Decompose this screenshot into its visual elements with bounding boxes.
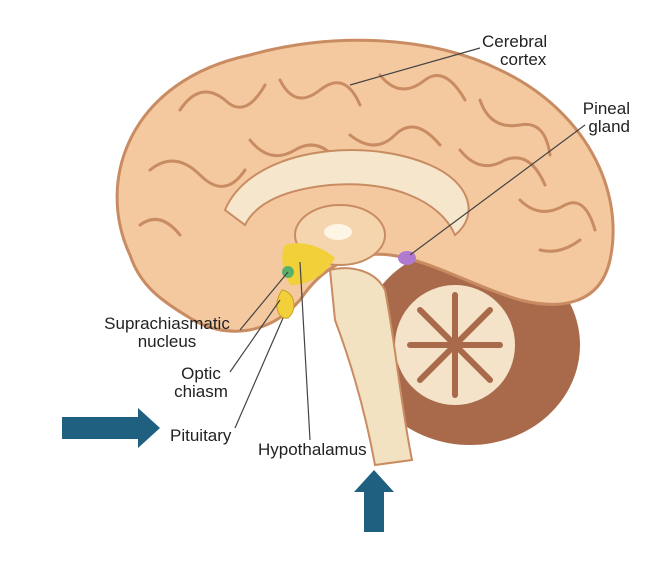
label-pituitary: Pituitary — [170, 426, 232, 445]
arrow-up — [354, 470, 394, 532]
label-hypothalamus: Hypothalamus — [258, 440, 367, 459]
hypothalamus-region — [282, 243, 335, 285]
label-optic-chiasm: Optic chiasm — [174, 364, 228, 401]
leader-hypothalamus — [299, 261, 311, 441]
leader-cerebral-cortex — [349, 47, 481, 86]
leader-optic-chiasm — [229, 299, 281, 373]
leader-suprachiasmatic — [239, 271, 289, 331]
arrow-right — [62, 408, 160, 448]
label-suprachiasmatic-nucleus: Suprachiasmatic nucleus — [104, 314, 230, 351]
corpus-callosum — [223, 149, 470, 237]
label-pineal-gland: Pineal gland — [582, 99, 630, 136]
pituitary-gland — [276, 289, 295, 319]
leader-pituitary — [234, 317, 284, 429]
brainstem — [328, 267, 414, 467]
leader-pineal-gland — [409, 124, 586, 256]
label-cerebral-cortex: Cerebral cortex — [482, 32, 548, 69]
